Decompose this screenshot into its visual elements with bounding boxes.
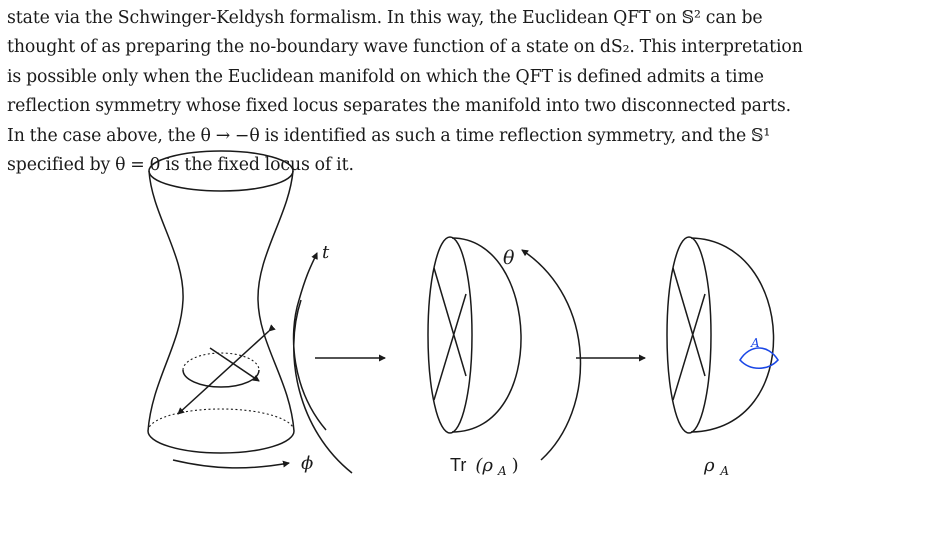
rho-subscript: A: [719, 464, 729, 478]
paragraph-line: state via the Schwinger-Keldysh formalis…: [7, 8, 763, 28]
trace-close: ): [512, 455, 519, 476]
body-paragraph: state via the Schwinger-Keldysh formalis…: [7, 4, 945, 180]
hyperboloid-bottom-front: [147, 430, 295, 454]
angle-arrow: [172, 459, 290, 469]
theta-label: θ: [503, 247, 515, 269]
long-null-geodesic-arrow: [177, 324, 276, 415]
short-null-geodesic-arrow: [209, 347, 260, 382]
hemisphere-region-diagram: [666, 236, 780, 434]
rho-caption: ρ A: [703, 455, 729, 478]
hyperboloid-diagram: [147, 150, 386, 474]
hyperboloid-right-side: [257, 170, 295, 432]
hyperboloid-bottom-back: [147, 408, 295, 432]
hemisphere-cross-line-2: [433, 293, 467, 401]
hyperboloid-top-rim: [148, 150, 294, 192]
hemisphere-boundary-circle: [427, 236, 473, 434]
hyperboloid-left-side: [147, 170, 184, 432]
time-arrow-outer: [293, 299, 353, 474]
hemisphere2-cross-line-2: [672, 293, 706, 401]
trace-caption: Tr (ρ A ): [450, 455, 519, 479]
trace-operator: Tr: [450, 455, 466, 475]
trace-open: (ρ: [475, 455, 493, 476]
region-a-label: A: [750, 336, 760, 350]
hemisphere2-boundary-circle: [666, 236, 712, 434]
theta-arrow: [521, 249, 582, 461]
paragraph-line: specified by θ = 0 is the fixed locus of…: [7, 155, 354, 176]
angle-label: ϕ: [301, 453, 313, 474]
time-label: t: [322, 242, 330, 263]
paragraph-line: reflection symmetry whose fixed locus se…: [7, 96, 792, 117]
svg-text:Tr (ρ A: Tr (ρ A ): [450, 455, 519, 479]
paragraph-line: In the case above, the θ → −θ is identif…: [7, 125, 771, 146]
hemisphere2-cross-line-1: [672, 267, 706, 377]
rho-symbol: ρ: [703, 455, 715, 476]
hemisphere2-dome: [690, 237, 775, 433]
paragraph-line: thought of as preparing the no-boundary …: [7, 37, 803, 58]
hemisphere-dome: [451, 237, 522, 433]
hemisphere-diagram: [427, 236, 646, 461]
trace-subscript: A: [497, 464, 507, 478]
hemisphere-cross-line-1: [433, 267, 467, 377]
paragraph-line: is possible only when the Euclidean mani…: [7, 66, 764, 87]
svg-text:ρ A: ρ A: [703, 455, 729, 478]
region-a-outline: [738, 347, 780, 370]
time-arrow: [292, 252, 327, 431]
